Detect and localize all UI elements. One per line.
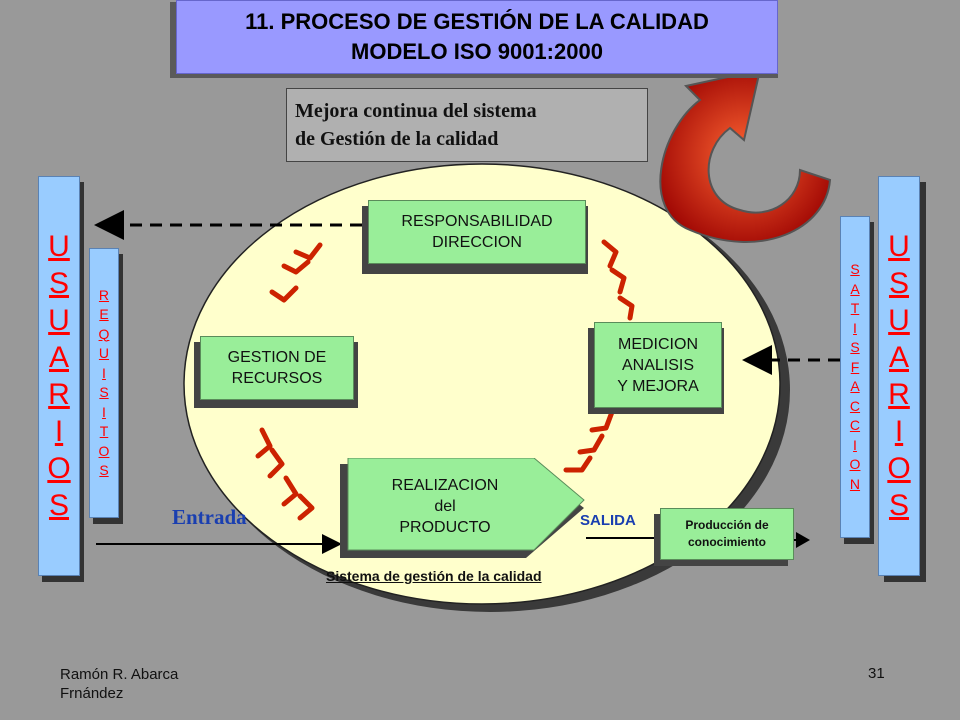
responsabilidad-line-1: RESPONSABILIDAD [401,213,553,230]
requisitos-letter: E [99,306,109,322]
requisitos-letter: R [98,286,110,303]
cycle-arrows [255,239,635,521]
satisfaccion-letter: A [850,378,860,394]
usuarios-letter: S [888,489,909,522]
medicion-line-1: MEDICION [618,335,698,353]
satisfaccion-letter: O [849,456,861,472]
gestion-recursos-box: GESTION DE RECURSOS [200,336,354,400]
medicion-analisis-box: MEDICION ANALISIS Y MEJORA [594,322,722,408]
satisfaccion-letter: S [850,261,860,277]
realizacion-line-2: del [434,497,456,515]
satisfaccion-letter: C [849,417,861,433]
mejora-continua-box: Mejora continua del sistema de Gestión d… [286,88,648,162]
usuarios-letter: O [887,452,911,485]
realizacion-line-1: REALIZACION [391,476,499,494]
responsabilidad-line-2: DIRECCION [432,234,522,251]
medicion-line-2: ANALISIS [621,356,695,374]
requisitos-letter: O [98,442,110,459]
requisitos-letter: Q [98,325,110,342]
salida-label: SALIDA [580,512,636,529]
requisitos-letter: S [99,462,109,478]
red-double-chevron-arrow-icon [269,242,323,303]
responsabilidad-direccion-box: RESPONSABILIDAD DIRECCION [368,200,586,264]
usuarios-letter: R [48,378,70,411]
usuarios-letter: S [48,489,69,522]
produccion-line-1: Producción de [685,518,769,532]
realizacion-producto-label: REALIZACION del PRODUCTO [350,466,540,546]
sistema-label: Sistema de gestión de la calidad [326,568,542,584]
gestion-line-2: RECURSOS [231,370,323,387]
requisitos-letter: I [102,364,106,381]
title-line-2: MODELO ISO 9001:2000 [351,39,603,64]
usuarios-letter: U [888,230,910,263]
usuarios-letter: U [888,304,910,337]
satisfaccion-letter: F [850,358,860,375]
title-line-1: 11. PROCESO DE GESTIÓN DE LA CALIDAD [245,9,709,34]
usuarios-letter: U [48,230,70,263]
footer-author: Ramón R. Abarca Frnández [60,665,178,703]
requisitos-letter: U [98,345,110,361]
gestion-line-1: GESTION DE [227,349,327,366]
satisfaccion-letter: A [850,280,860,297]
red-double-chevron-arrow-icon [255,427,315,521]
satisfaccion-letter: S [850,339,860,355]
mejora-line-2: de Gestión de la calidad [295,128,499,150]
curved-red-circular-arrow-icon [659,68,832,243]
page-title: 11. PROCESO DE GESTIÓN DE LA CALIDAD MOD… [176,0,778,74]
satisfaccion-letter: I [853,436,857,453]
satisfaccion-letter: T [850,300,860,316]
usuarios-letter: U [48,304,70,337]
satisfaccion-letter: I [853,319,857,336]
usuarios-letter: A [888,341,909,374]
footer-author-line-1: Ramón R. Abarca [60,666,179,683]
entrada-label: Entrada [172,505,247,529]
footer-author-line-2: Frnández [60,685,124,702]
produccion-conocimiento-box: Producción de conocimiento [660,508,794,560]
requisitos-letter: S [99,384,109,400]
requisitos-letter: T [99,423,109,439]
page-number: 31 [868,665,885,682]
usuarios-letter: O [47,452,71,485]
realizacion-line-3: PRODUCTO [399,518,491,536]
produccion-line-2: conocimiento [687,535,766,549]
usuarios-letter: I [54,415,64,448]
usuarios-letter: I [894,415,904,448]
requisitos-letter: I [102,403,106,420]
usuarios-letter: S [888,267,909,300]
red-double-chevron-arrow-icon [563,409,615,473]
medicion-line-3: Y MEJORA [617,377,699,395]
usuarios-letter: R [888,378,910,411]
usuarios-letter: A [48,341,69,374]
realizacion-shape [340,458,585,558]
red-double-chevron-arrow-icon [601,239,635,321]
mejora-line-1: Mejora continua del sistema [295,100,537,122]
usuarios-letter: S [48,267,69,300]
system-ellipse [183,163,781,605]
satisfaccion-letter: C [849,397,861,414]
satisfaccion-letter: N [849,475,861,492]
